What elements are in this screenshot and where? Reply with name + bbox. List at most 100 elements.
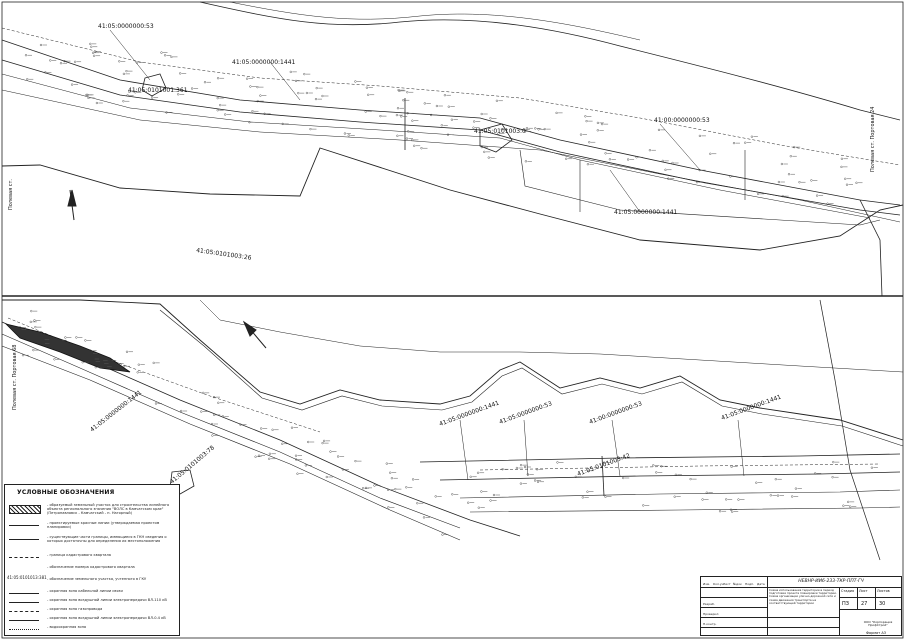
legend-item: - граница кадастрового квартала xyxy=(7,553,179,565)
survey-point xyxy=(446,133,450,136)
survey-point xyxy=(125,350,129,353)
survey-point xyxy=(203,81,207,84)
survey-point xyxy=(443,94,446,97)
survey-point xyxy=(170,55,173,58)
survey-point xyxy=(648,149,651,152)
survey-point xyxy=(30,310,33,313)
legend-item-text: - водоохранная зона xyxy=(47,625,87,629)
stamp-sig-developer: Разраб. xyxy=(703,602,715,606)
survey-point xyxy=(118,60,121,63)
survey-point xyxy=(584,115,587,118)
legend-item: - обозначение номера кадастрового кварта… xyxy=(7,565,179,577)
survey-point xyxy=(44,71,47,74)
survey-point xyxy=(90,352,93,355)
survey-point xyxy=(581,496,584,499)
survey-point xyxy=(674,473,677,476)
survey-point xyxy=(622,476,625,480)
survey-point xyxy=(122,365,126,368)
survey-point xyxy=(323,439,326,442)
right-parcel xyxy=(519,149,881,226)
survey-point xyxy=(347,134,350,137)
north-arrow-bottom xyxy=(242,320,267,349)
survey-point xyxy=(211,434,214,437)
survey-point xyxy=(379,114,382,118)
survey-point xyxy=(450,118,453,121)
survey-point xyxy=(791,495,794,498)
survey-point xyxy=(737,498,740,501)
survey-point xyxy=(608,158,611,161)
survey-point xyxy=(495,99,498,102)
leader-t1 xyxy=(109,29,151,81)
parcel-label-t5: 41:00:0000000:53 xyxy=(654,117,710,124)
survey-point xyxy=(213,413,216,416)
survey-point xyxy=(750,135,753,138)
survey-point xyxy=(85,93,88,96)
survey-point xyxy=(814,472,817,475)
survey-point xyxy=(337,455,340,458)
survey-point xyxy=(34,326,37,329)
legend-item-text: - граница кадастрового квартала xyxy=(47,553,112,557)
survey-point xyxy=(354,460,357,463)
survey-point xyxy=(135,61,139,64)
survey-point xyxy=(780,162,783,166)
survey-point xyxy=(729,508,733,511)
legend-title: УСЛОВНЫЕ ОБОЗНАЧЕНИЯ xyxy=(17,489,115,496)
survey-point xyxy=(92,360,96,363)
stamp-sig-checked: Проверил xyxy=(703,612,719,616)
survey-point xyxy=(840,157,843,160)
legend-item: - обозначение земельного участка, учтенн… xyxy=(7,577,179,589)
corridor-line-4 xyxy=(1,27,901,166)
legend-hatch-symbol xyxy=(9,505,41,514)
survey-point xyxy=(396,107,400,110)
survey-point xyxy=(249,85,252,88)
survey-point xyxy=(33,319,36,322)
survey-point xyxy=(412,478,415,481)
survey-point xyxy=(217,401,220,404)
legend-item-text: - охранная зона кабельной линии связи xyxy=(47,589,123,593)
survey-point xyxy=(787,173,791,176)
survey-point xyxy=(394,488,397,491)
survey-point xyxy=(26,78,29,81)
survey-point xyxy=(364,486,368,489)
survey-point xyxy=(93,50,96,53)
survey-point xyxy=(492,493,496,497)
survey-point xyxy=(395,113,398,117)
survey-point xyxy=(698,169,701,172)
survey-point xyxy=(586,163,589,166)
bottom-panel xyxy=(1,299,904,561)
b-leader-2 xyxy=(523,419,529,477)
survey-point xyxy=(385,462,388,465)
leader-t5 xyxy=(659,123,701,171)
legend-line-symbol xyxy=(9,620,39,628)
survey-point xyxy=(49,59,52,62)
survey-point xyxy=(309,128,312,131)
sheet-format-label: Формат А3 xyxy=(866,631,886,635)
survey-point xyxy=(815,194,819,197)
survey-point xyxy=(341,468,344,471)
survey-point xyxy=(757,192,760,195)
survey-point xyxy=(24,54,28,57)
survey-point xyxy=(870,466,873,469)
road-label-top-right: Полевая ст. Портовая 24 xyxy=(870,107,876,172)
survey-point xyxy=(191,87,194,90)
parcel-label-t1: 41:05:0000000:53 xyxy=(98,23,154,30)
b-horiz-3 xyxy=(459,489,901,499)
parcel-label-t2: 41:05:0000000:1441 xyxy=(232,59,296,66)
north-arrow-top xyxy=(67,189,77,221)
legend-item-text: - охранная зона воздушной линии электроп… xyxy=(47,598,167,602)
survey-point xyxy=(307,440,310,444)
survey-point xyxy=(42,342,45,345)
survey-point xyxy=(164,54,167,57)
survey-point xyxy=(729,175,732,178)
b-wavy-2 xyxy=(159,309,904,447)
survey-point xyxy=(94,366,97,369)
legend-item: - охранная зона газопровода xyxy=(7,607,179,619)
b-horiz-1 xyxy=(419,453,901,463)
survey-point xyxy=(126,94,129,97)
survey-point xyxy=(32,349,35,352)
survey-point xyxy=(673,495,676,498)
survey-point xyxy=(217,77,220,80)
survey-point xyxy=(202,391,205,394)
survey-point xyxy=(586,469,590,472)
